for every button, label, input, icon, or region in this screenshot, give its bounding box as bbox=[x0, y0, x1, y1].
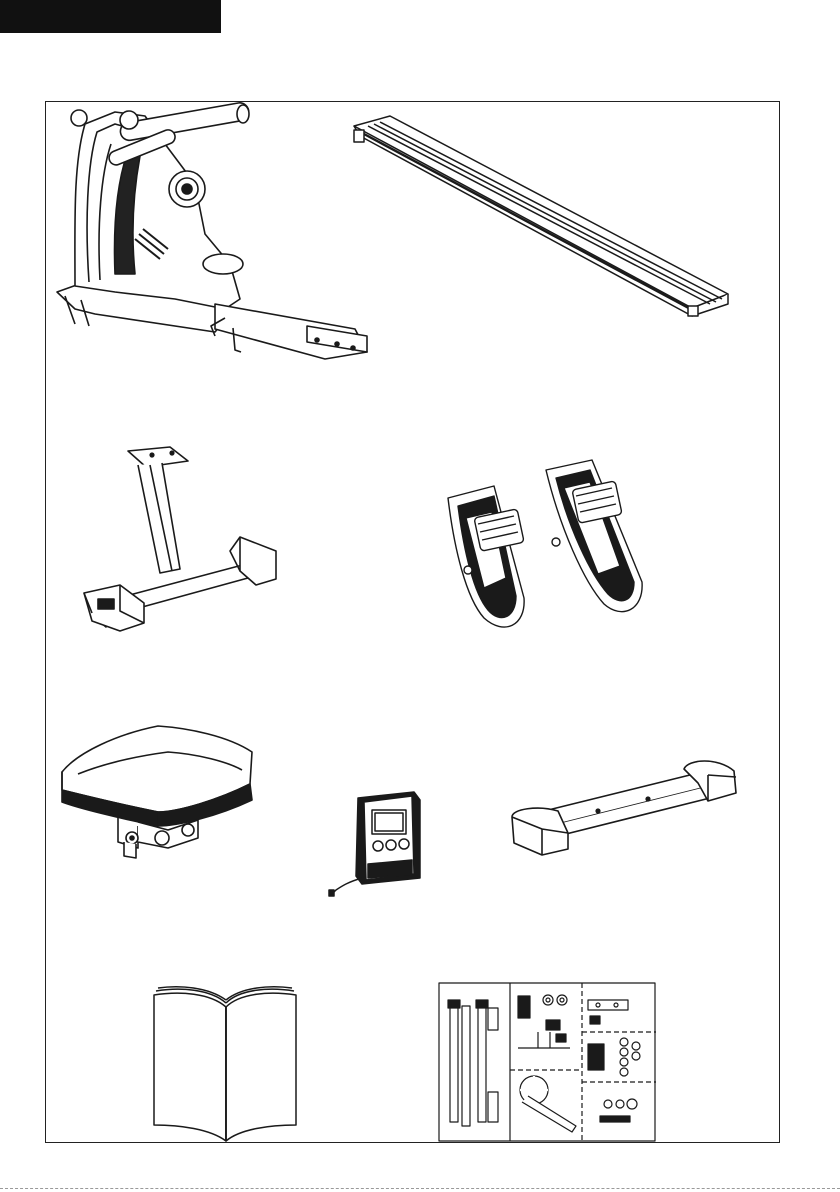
owners-manual-icon bbox=[150, 985, 300, 1143]
console-icon bbox=[328, 790, 424, 898]
header-bar bbox=[0, 0, 221, 33]
hardware-pack-icon bbox=[438, 982, 658, 1142]
foot-pedals-icon bbox=[444, 458, 649, 636]
rear-stabilizer-icon bbox=[80, 443, 280, 633]
front-stabilizer-icon bbox=[508, 755, 740, 855]
seat-icon bbox=[58, 722, 258, 860]
rower-main-frame-icon bbox=[55, 104, 385, 366]
bottom-dashed-rule bbox=[0, 1188, 840, 1189]
slide-rail-icon bbox=[350, 112, 732, 324]
